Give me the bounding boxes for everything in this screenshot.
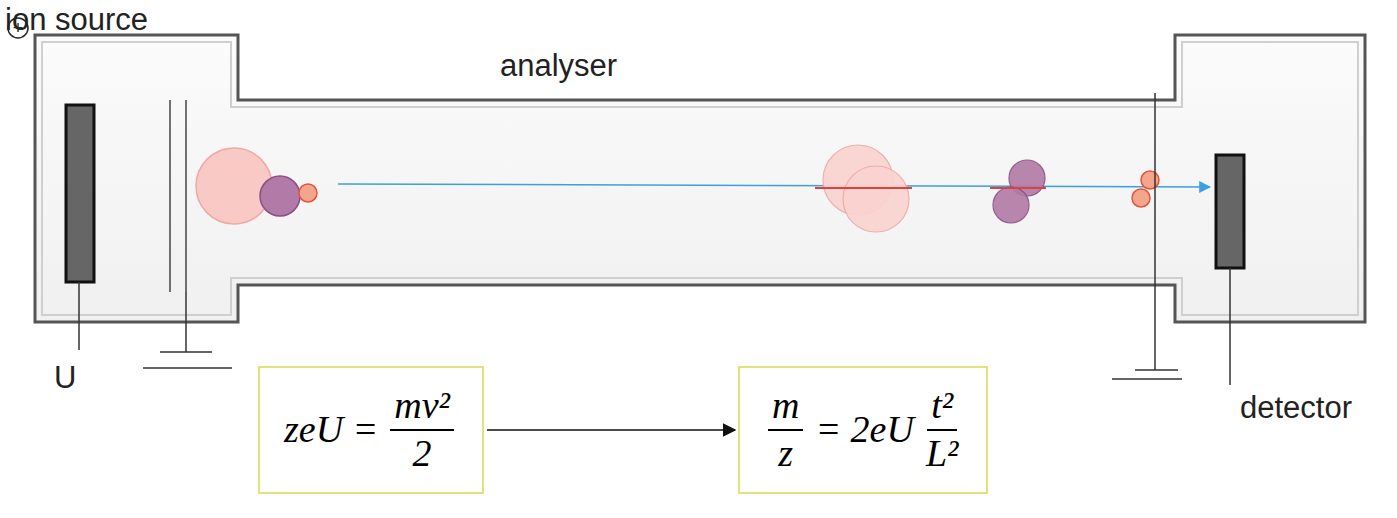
denominator: L² xyxy=(926,431,959,475)
flight-path-arrow xyxy=(338,184,1210,187)
extraction-grid xyxy=(169,100,171,292)
equation-box: mz = 2eU t²L² xyxy=(738,366,988,494)
equation-box: zeU = mv²2 xyxy=(258,366,484,494)
detector-grid xyxy=(1154,93,1156,370)
medium-ion xyxy=(260,176,300,216)
fraction: mz xyxy=(768,385,803,475)
housing-inner-wall xyxy=(42,42,1358,315)
light-ion xyxy=(1141,171,1159,189)
equation-term: zeU = xyxy=(284,409,378,451)
equation-term: = 2eU xyxy=(815,409,913,451)
denominator: 2 xyxy=(413,431,432,475)
detector-plate xyxy=(1216,155,1244,268)
polarity-sign: + xyxy=(13,19,24,37)
ion-packet-marker xyxy=(990,187,1046,189)
numerator: mv² xyxy=(390,385,454,431)
fraction: mv²2 xyxy=(390,385,454,475)
ground-symbol xyxy=(1112,378,1182,380)
light-ion xyxy=(299,184,317,202)
voltage-label: U xyxy=(54,362,76,393)
extraction-grid xyxy=(185,100,187,292)
arrow-connector xyxy=(487,429,735,431)
heavy-ion xyxy=(196,148,272,224)
denominator: z xyxy=(778,431,793,475)
part-label: ion source xyxy=(5,4,148,35)
part-label: detector xyxy=(1240,392,1352,423)
ground-symbol xyxy=(160,351,212,353)
fraction: t²L² xyxy=(926,385,959,475)
grid-ground-wire xyxy=(185,292,187,352)
electrode-wire xyxy=(78,282,80,350)
light-ion xyxy=(1132,189,1150,207)
repeller-electrode xyxy=(66,105,94,282)
part-label: analyser xyxy=(500,50,617,81)
numerator: t² xyxy=(927,385,957,431)
medium-ion xyxy=(993,187,1029,223)
detector-wire xyxy=(1229,268,1231,385)
ground-symbol xyxy=(1135,369,1178,371)
heavy-ion xyxy=(843,166,909,232)
numerator: m xyxy=(768,385,803,431)
vacuum-housing xyxy=(35,35,1365,322)
ground-symbol xyxy=(143,367,232,369)
ion-packet-marker xyxy=(815,187,912,189)
